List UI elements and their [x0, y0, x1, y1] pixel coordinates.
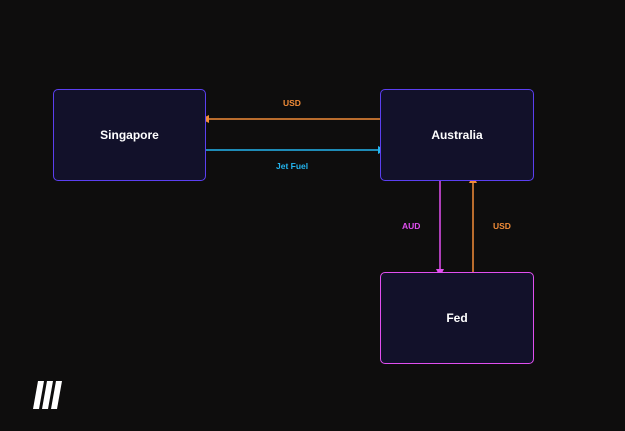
node-australia: Australia: [380, 89, 534, 181]
edge-label-aud: AUD: [402, 221, 421, 231]
edge-label-usd-top: USD: [283, 98, 301, 108]
node-fed-label: Fed: [446, 311, 468, 325]
node-singapore-label: Singapore: [100, 128, 159, 142]
edge-label-usd-right: USD: [493, 221, 511, 231]
edge-label-jet-fuel: Jet Fuel: [276, 161, 309, 171]
node-australia-label: Australia: [431, 128, 483, 142]
node-singapore: Singapore: [53, 89, 206, 181]
brand-logo-icon: [33, 381, 62, 409]
node-fed: Fed: [380, 272, 534, 364]
